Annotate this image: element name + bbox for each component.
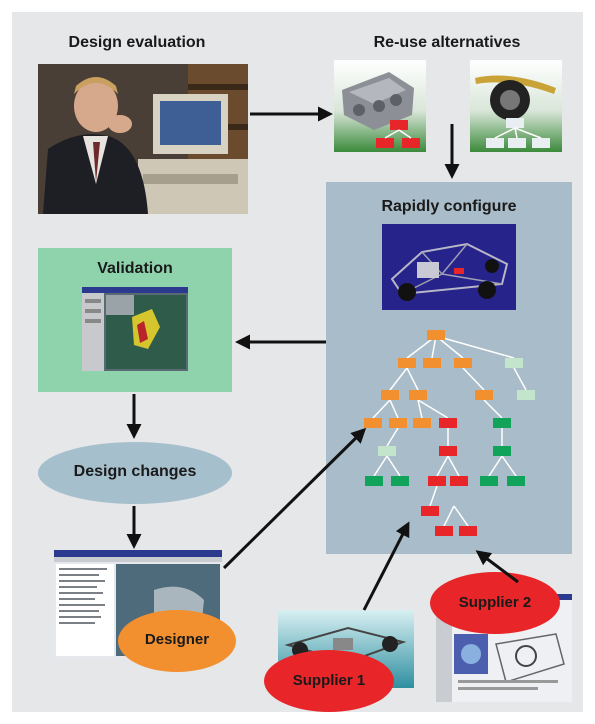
cad-validation-screenshot (82, 287, 188, 371)
diagram-frame: Design evaluation Re-use alternatives (12, 12, 583, 712)
supplier-2-label: Supplier 2 (458, 594, 532, 611)
configuration-tree (364, 330, 535, 536)
supplier-1-label: Supplier 1 (292, 672, 366, 689)
design-evaluation-label: Design evaluation (68, 34, 206, 51)
rapidly-configure-label: Rapidly configure (381, 198, 517, 215)
design-changes-ellipse (38, 442, 232, 504)
supplier-1-ellipse (264, 650, 394, 712)
reuse-alternatives-label: Re-use alternatives (373, 34, 521, 51)
design-changes-label: Design changes (73, 463, 197, 480)
car-chassis-render-image (382, 224, 516, 310)
validation-label: Validation (97, 260, 173, 277)
engine-block-part-image (334, 60, 426, 152)
designer-label: Designer (144, 631, 210, 648)
engineer-workstation-photo (38, 64, 248, 214)
designer-ellipse (118, 610, 236, 672)
wheel-suspension-part-image (470, 60, 562, 152)
